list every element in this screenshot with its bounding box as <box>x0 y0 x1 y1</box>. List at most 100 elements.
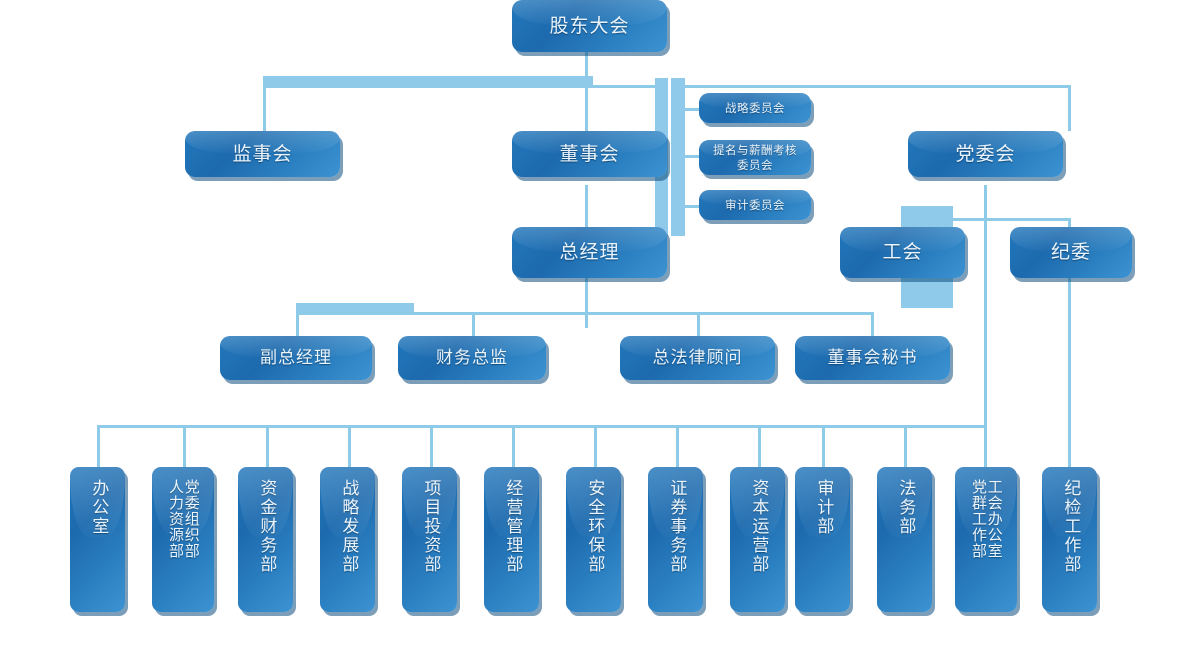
department-box-11[interactable]: 法务部 <box>877 467 932 612</box>
department-label-line1: 项目投资部 <box>420 479 441 574</box>
connector-party-to-departments <box>984 218 987 426</box>
connector-discipline-to-dept <box>1068 278 1071 468</box>
department-box-10[interactable]: 审计部 <box>795 467 850 612</box>
connector-drop-counsel <box>697 312 700 336</box>
vertical-text-wrap: 审计部 <box>813 467 834 612</box>
vertical-text-wrap: 安全环保部 <box>584 467 605 612</box>
department-box-4[interactable]: 战略发展部 <box>320 467 375 612</box>
connector-dept-drop-7 <box>594 428 597 467</box>
connector-dept-drop-11 <box>904 428 907 467</box>
connector-party-stem <box>984 185 987 221</box>
connector-board-to-gm <box>585 185 588 227</box>
department-box-8[interactable]: 证券事务部 <box>648 467 703 612</box>
vertical-text-wrap: 资本运营部 <box>748 467 769 612</box>
node-cfo[interactable]: 财务总监 <box>398 336 546 380</box>
connector-committee-stub-3 <box>685 205 699 208</box>
department-box-9[interactable]: 资本运营部 <box>730 467 785 612</box>
node-label-line2: 委员会 <box>737 157 773 172</box>
connector-gm-stem <box>585 278 588 328</box>
node-label: 总经理 <box>559 241 620 264</box>
department-label-line1: 安全环保部 <box>584 479 605 574</box>
department-label-line1: 党委组织部 <box>182 479 201 559</box>
node-general-counsel[interactable]: 总法律顾问 <box>620 336 775 380</box>
department-box-7[interactable]: 安全环保部 <box>566 467 621 612</box>
department-label-line1: 资金财务部 <box>256 479 277 574</box>
connector-level4-bus <box>296 312 874 315</box>
connector-level4-band <box>296 303 414 312</box>
node-label: 监事会 <box>232 142 293 165</box>
vertical-text-wrap: 战略发展部 <box>338 467 359 612</box>
node-label: 董事会 <box>559 142 620 165</box>
connector-dept-drop-1 <box>97 428 100 467</box>
node-deputy-general-manager[interactable]: 副总经理 <box>220 336 372 380</box>
connector-drop-secretary <box>871 312 874 336</box>
department-label-line1: 审计部 <box>813 479 834 536</box>
department-label-line1: 法务部 <box>895 479 916 536</box>
node-general-manager[interactable]: 总经理 <box>512 227 667 278</box>
connector-committee-stub-2 <box>685 155 699 158</box>
node-label: 党委会 <box>955 142 1016 165</box>
node-board-of-supervisors[interactable]: 监事会 <box>185 131 340 177</box>
vertical-text-wrap: 党委组织部 人力资源部 <box>167 467 201 612</box>
connector-committee-stub-1 <box>685 108 699 111</box>
department-label-line2: 人力资源部 <box>167 479 185 559</box>
connector-dept-drop-12 <box>984 428 987 467</box>
department-label-line1: 经营管理部 <box>502 479 523 574</box>
connector-committee-band-split <box>668 78 671 236</box>
node-shareholders-meeting[interactable]: 股东大会 <box>512 0 667 52</box>
department-box-6[interactable]: 经营管理部 <box>484 467 539 612</box>
node-label: 董事会秘书 <box>827 347 918 368</box>
vertical-text-wrap: 资金财务部 <box>256 467 277 612</box>
department-box-5[interactable]: 项目投资部 <box>402 467 457 612</box>
connector-dept-drop-4 <box>348 428 351 467</box>
connector-dept-drop-3 <box>266 428 269 467</box>
connector-department-bus <box>97 425 987 428</box>
connector-dept-drop-8 <box>676 428 679 467</box>
connector-dept-drop-9 <box>758 428 761 467</box>
vertical-text-wrap: 办公室 <box>88 467 109 612</box>
department-box-1[interactable]: 办公室 <box>70 467 125 612</box>
department-label-line1: 工会办公室 <box>985 479 1004 559</box>
department-label-line1: 纪检工作部 <box>1060 479 1081 574</box>
department-box-3[interactable]: 资金财务部 <box>238 467 293 612</box>
connector-dept-drop-6 <box>512 428 515 467</box>
vertical-text-wrap: 工会办公室 党群工作部 <box>970 467 1004 612</box>
node-label: 审计委员会 <box>725 197 785 212</box>
connector-dept-drop-10 <box>822 428 825 467</box>
vertical-text-wrap: 项目投资部 <box>420 467 441 612</box>
node-label: 总法律顾问 <box>652 347 743 368</box>
node-labor-union[interactable]: 工会 <box>840 227 965 278</box>
connector-shareholders-stem <box>585 52 588 84</box>
node-strategy-committee[interactable]: 战略委员会 <box>699 93 811 123</box>
node-label: 提名与薪酬考核 委员会 <box>713 143 797 173</box>
vertical-text-wrap: 经营管理部 <box>502 467 523 612</box>
node-audit-committee[interactable]: 审计委员会 <box>699 190 811 220</box>
node-discipline-committee[interactable]: 纪委 <box>1010 227 1132 278</box>
connector-dept-drop-5 <box>430 428 433 467</box>
vertical-text-wrap: 法务部 <box>895 467 916 612</box>
node-label: 工会 <box>882 241 923 264</box>
department-box-12[interactable]: 工会办公室 党群工作部 <box>955 467 1017 612</box>
connector-drop-supervisors <box>263 85 266 131</box>
department-label-line1: 办公室 <box>88 479 109 536</box>
department-box-2[interactable]: 党委组织部 人力资源部 <box>152 467 214 612</box>
node-party-committee[interactable]: 党委会 <box>908 131 1063 177</box>
connector-dept-drop-2 <box>183 428 186 467</box>
node-label: 战略委员会 <box>725 100 785 115</box>
connector-drop-board <box>585 85 588 131</box>
node-board-secretary[interactable]: 董事会秘书 <box>795 336 950 380</box>
connector-drop-cfo <box>472 312 475 336</box>
node-label: 股东大会 <box>549 14 630 37</box>
node-board-of-directors[interactable]: 董事会 <box>512 131 667 177</box>
vertical-text-wrap: 纪检工作部 <box>1060 467 1081 612</box>
department-box-13[interactable]: 纪检工作部 <box>1042 467 1097 612</box>
node-label: 财务总监 <box>436 347 508 368</box>
department-label-line1: 资本运营部 <box>748 479 769 574</box>
department-label-line1: 战略发展部 <box>338 479 359 574</box>
connector-drop-deputy-gm <box>296 312 299 336</box>
node-nomination-compensation-committee[interactable]: 提名与薪酬考核 委员会 <box>699 140 811 175</box>
node-label: 纪委 <box>1050 241 1091 264</box>
department-label-line1: 证券事务部 <box>666 479 687 574</box>
connector-level2-band <box>263 76 593 85</box>
